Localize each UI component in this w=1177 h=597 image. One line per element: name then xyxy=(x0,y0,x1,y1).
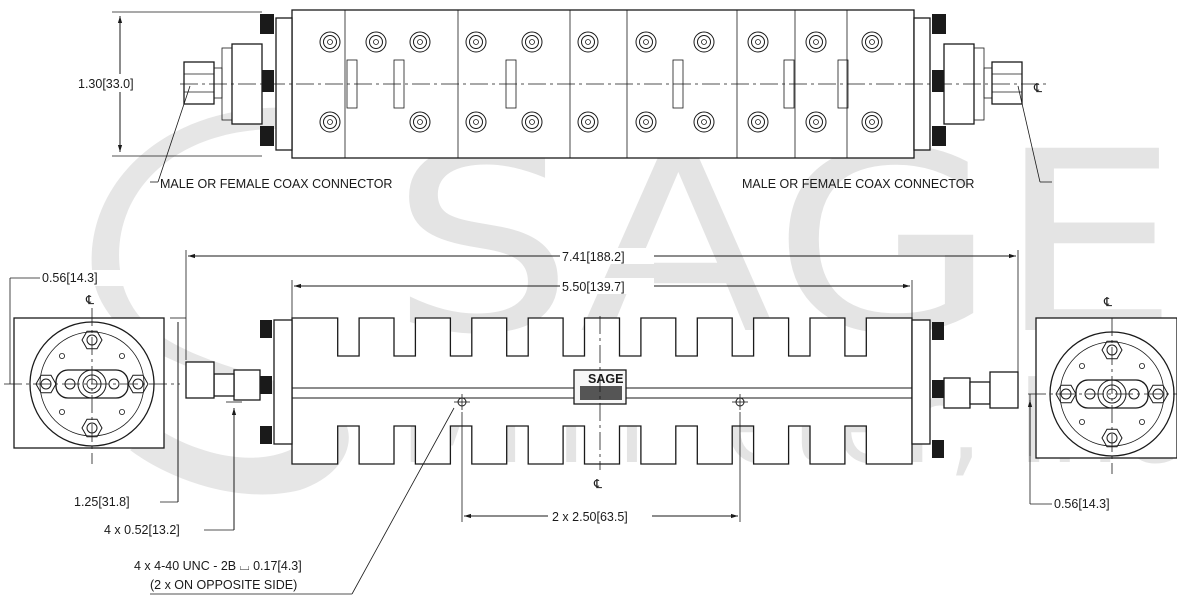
flange-hole xyxy=(119,408,126,415)
top-screws xyxy=(319,31,883,133)
flange-hole xyxy=(1079,418,1086,425)
top-view: 1.30[33.0] xyxy=(74,9,1052,191)
flange-hole xyxy=(59,408,66,415)
overall-length-dimension: 7.41[188.2] xyxy=(562,250,625,264)
right-end-centerline-symbol: ℄ xyxy=(1103,295,1113,309)
mount-hole-left xyxy=(454,394,470,410)
side-connector-left xyxy=(185,361,215,399)
right-end-flange-offset: 0.56[14.3] xyxy=(1054,497,1110,511)
side-flange-right xyxy=(911,319,931,445)
flange-hole xyxy=(1139,362,1146,369)
screw-head xyxy=(409,111,431,133)
side-connector-right xyxy=(989,371,1019,409)
side-flange-left xyxy=(273,319,293,445)
screw-head xyxy=(319,31,341,53)
thread-callout-line1: 4 x 4-40 UNC - 2B ⌴ 0.17[4.3] xyxy=(134,559,302,573)
flange-hole xyxy=(1079,362,1086,369)
flange-hole xyxy=(59,352,66,359)
top-connector-label-left: MALE OR FEMALE COAX CONNECTOR xyxy=(160,177,392,191)
flange-hole xyxy=(119,352,126,359)
screw-head xyxy=(409,31,431,53)
flange-hole xyxy=(1139,418,1146,425)
hole-offset-dimension: 4 x 0.52[13.2] xyxy=(104,523,180,537)
screw-head xyxy=(521,31,543,53)
screw-head xyxy=(365,31,387,53)
screw-head xyxy=(861,31,883,53)
top-centerline-symbol: ℄ xyxy=(1033,81,1043,95)
thread-callout-line2: (2 x ON OPPOSITE SIDE) xyxy=(150,578,297,592)
side-label-brand: SAGE xyxy=(588,372,623,386)
mount-hole-right xyxy=(732,394,748,410)
screw-head xyxy=(861,111,883,133)
top-connector-right xyxy=(991,61,1023,105)
screw-head xyxy=(577,31,599,53)
top-connector-label-right: MALE OR FEMALE COAX CONNECTOR xyxy=(742,177,974,191)
side-centerline-symbol: ℄ xyxy=(593,477,603,491)
screw-head xyxy=(693,111,715,133)
screw-head xyxy=(747,111,769,133)
top-height-dimension: 1.30[33.0] xyxy=(78,77,134,91)
left-end-flange-offset: 0.56[14.3] xyxy=(42,271,98,285)
screw-head xyxy=(635,31,657,53)
screw-head xyxy=(319,111,341,133)
body-length-dimension: 5.50[139.7] xyxy=(562,280,625,294)
screw-head xyxy=(577,111,599,133)
screw-head xyxy=(521,111,543,133)
side-view: 7.41[188.2] 5.50[139.7] SAGE xyxy=(74,248,1019,595)
top-connector-left xyxy=(183,61,215,105)
screw-head xyxy=(465,31,487,53)
end-view-right: ℄ 0.56[14.3] xyxy=(1027,295,1177,511)
screw-head xyxy=(805,31,827,53)
screw-head xyxy=(747,31,769,53)
screw-head xyxy=(805,111,827,133)
screw-head xyxy=(693,31,715,53)
screw-head xyxy=(465,111,487,133)
screw-head xyxy=(635,111,657,133)
height-to-holes-dimension: 1.25[31.8] xyxy=(74,495,130,509)
end-view-left: ℄ 0.56[14.3] xyxy=(4,270,180,464)
mount-hole-spacing-dimension: 2 x 2.50[63.5] xyxy=(552,510,628,524)
left-end-centerline-symbol: ℄ xyxy=(85,293,95,307)
